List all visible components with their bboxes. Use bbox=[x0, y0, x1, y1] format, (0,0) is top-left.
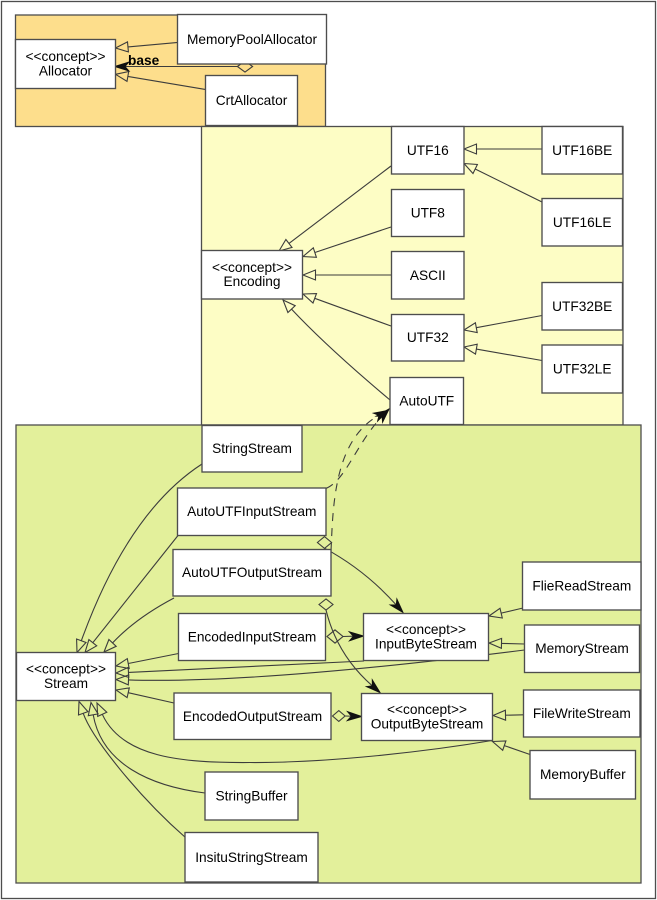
svg-text:CrtAllocator: CrtAllocator bbox=[216, 93, 288, 108]
svg-text:MemoryBuffer: MemoryBuffer bbox=[540, 767, 626, 782]
svg-text:<<concept>>: <<concept>> bbox=[387, 702, 467, 717]
svg-text:EncodedInputStream: EncodedInputStream bbox=[188, 630, 317, 645]
svg-text:FlieReadStream: FlieReadStream bbox=[532, 579, 631, 594]
svg-text:UTF16: UTF16 bbox=[407, 143, 449, 158]
svg-text:ASCII: ASCII bbox=[410, 268, 446, 283]
svg-text:UTF32LE: UTF32LE bbox=[553, 362, 612, 377]
svg-text:MemoryStream: MemoryStream bbox=[535, 641, 629, 656]
svg-text:UTF8: UTF8 bbox=[411, 206, 446, 221]
svg-text:EncodedOutputStream: EncodedOutputStream bbox=[183, 709, 322, 724]
svg-text:FileWriteStream: FileWriteStream bbox=[533, 706, 631, 721]
svg-text:Encoding: Encoding bbox=[223, 274, 280, 289]
svg-text:Allocator: Allocator bbox=[39, 64, 93, 79]
svg-text:MemoryPoolAllocator: MemoryPoolAllocator bbox=[187, 32, 318, 47]
svg-text:Stream: Stream bbox=[44, 676, 88, 691]
svg-text:OutputByteStream: OutputByteStream bbox=[371, 717, 484, 732]
svg-text:UTF32: UTF32 bbox=[407, 330, 449, 345]
svg-text:StringBuffer: StringBuffer bbox=[215, 789, 287, 804]
svg-text:StringStream: StringStream bbox=[212, 441, 292, 456]
svg-text:<<concept>>: <<concept>> bbox=[212, 260, 292, 275]
svg-text:AutoUTFOutputStream: AutoUTFOutputStream bbox=[182, 565, 322, 580]
svg-text:UTF16LE: UTF16LE bbox=[553, 215, 612, 230]
svg-text:UTF16BE: UTF16BE bbox=[552, 143, 612, 158]
svg-text:InputByteStream: InputByteStream bbox=[375, 637, 477, 652]
svg-text:base: base bbox=[128, 53, 160, 68]
svg-text:AutoUTFInputStream: AutoUTFInputStream bbox=[187, 504, 316, 519]
svg-text:UTF32BE: UTF32BE bbox=[552, 299, 612, 314]
svg-text:<<concept>>: <<concept>> bbox=[26, 662, 106, 677]
svg-text:AutoUTF: AutoUTF bbox=[399, 394, 454, 409]
svg-text:<<concept>>: <<concept>> bbox=[386, 622, 466, 637]
svg-text:<<concept>>: <<concept>> bbox=[26, 49, 106, 64]
svg-text:InsituStringStream: InsituStringStream bbox=[195, 850, 308, 865]
